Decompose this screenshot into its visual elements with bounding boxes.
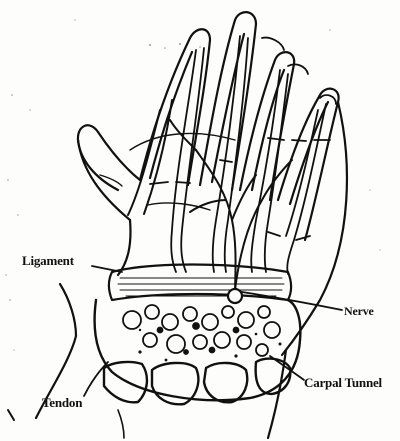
tendon-label: Tendon — [42, 395, 82, 411]
nerve-cross-section — [228, 289, 242, 303]
ligament-label: Ligament — [22, 253, 74, 269]
ligament-leader-line — [92, 266, 122, 272]
carpal-tunnel-section — [95, 289, 301, 404]
nerve-leader-line — [242, 292, 342, 310]
carpal-bones — [104, 359, 290, 405]
tendon-cross-sections — [123, 305, 280, 356]
label-leader-lines — [8, 266, 342, 438]
carpal-tunnel-label: Carpal Tunnel — [304, 375, 382, 391]
nerve-label: Nerve — [344, 304, 374, 319]
